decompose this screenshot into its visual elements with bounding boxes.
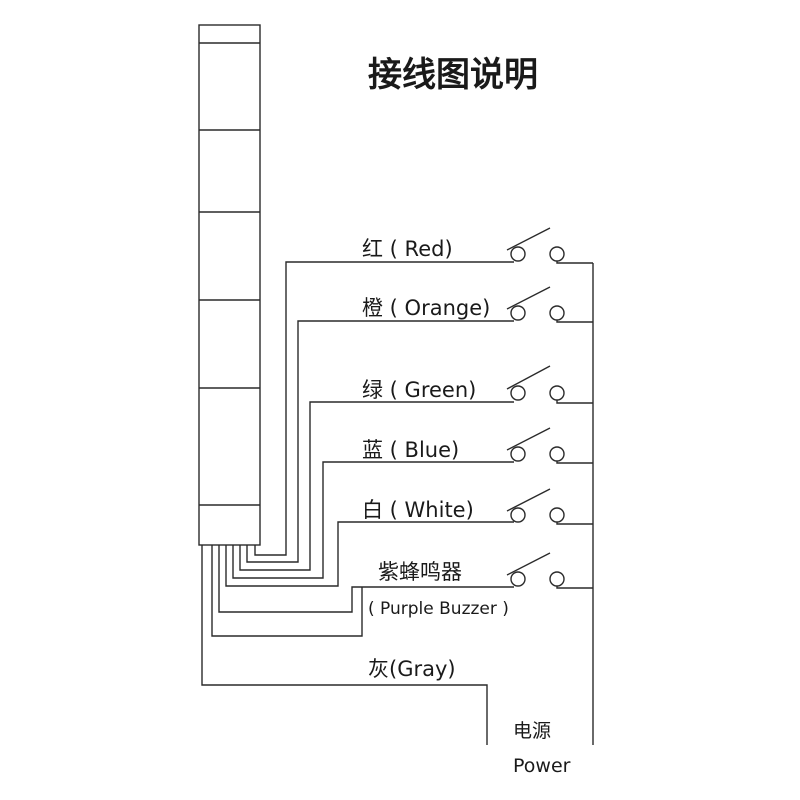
- wire-buzzer-lower: [211, 545, 363, 637]
- switch-white: [506, 488, 593, 525]
- switch-lever: [506, 552, 551, 576]
- switch-lever: [506, 227, 551, 251]
- wire-green: [239, 401, 514, 571]
- switch-output-lead: [556, 461, 593, 464]
- switch-contact: [510, 507, 526, 523]
- label-red: 红 ( Red): [362, 237, 453, 261]
- label-buzzer-en: ( Purple Buzzer ): [368, 599, 509, 619]
- tower-body: [198, 24, 261, 546]
- switch-contact: [549, 305, 565, 321]
- switch-orange: [506, 286, 593, 323]
- switch-red: [506, 227, 593, 264]
- wire-red: [254, 261, 514, 556]
- label-green: 绿 ( Green): [362, 378, 476, 402]
- label-buzzer: 紫蜂鸣器: [378, 560, 462, 584]
- label-white: 白 ( White): [362, 498, 474, 522]
- switch-lever: [506, 427, 551, 451]
- switch-output-lead: [556, 400, 593, 404]
- switch-lever: [506, 286, 551, 310]
- switch-contact: [549, 246, 565, 262]
- signal-tower: [198, 24, 261, 546]
- label-blue: 蓝 ( Blue): [362, 438, 459, 462]
- label-orange: 橙 ( Orange): [362, 296, 490, 320]
- wire-buzzer-upper: [218, 545, 514, 613]
- switch-output-lead: [556, 320, 593, 323]
- switch-lever: [506, 365, 551, 390]
- switch-contact: [549, 571, 565, 587]
- wire-orange: [246, 320, 514, 563]
- switch-contact: [510, 385, 526, 401]
- switch-contact: [549, 385, 565, 401]
- switch-contact: [549, 446, 565, 462]
- wire-labels: 红 ( Red) 橙 ( Orange) 绿 ( Green) 蓝 ( Blue…: [362, 237, 509, 681]
- wire-white: [225, 521, 514, 587]
- switch-output-lead: [556, 522, 593, 525]
- wires: [201, 261, 514, 745]
- switch-contact: [549, 507, 565, 523]
- switch-contact: [510, 305, 526, 321]
- label-gray: 灰(Gray): [368, 657, 456, 681]
- label-power-en: Power: [513, 755, 571, 777]
- switch-contact: [510, 446, 526, 462]
- label-power-cn: 电源: [513, 720, 551, 742]
- switch-output-lead: [556, 586, 593, 589]
- switch-green: [506, 365, 593, 404]
- switches: [506, 227, 593, 589]
- switch-contact: [510, 571, 526, 587]
- switch-output-lead: [556, 261, 593, 264]
- switch-buzzer: [506, 552, 593, 589]
- switch-blue: [506, 427, 593, 464]
- diagram-title: 接线图说明: [368, 55, 538, 95]
- wire-blue: [232, 461, 514, 579]
- switch-contact: [510, 246, 526, 262]
- switch-lever: [506, 488, 551, 512]
- wire-gray: [201, 545, 488, 745]
